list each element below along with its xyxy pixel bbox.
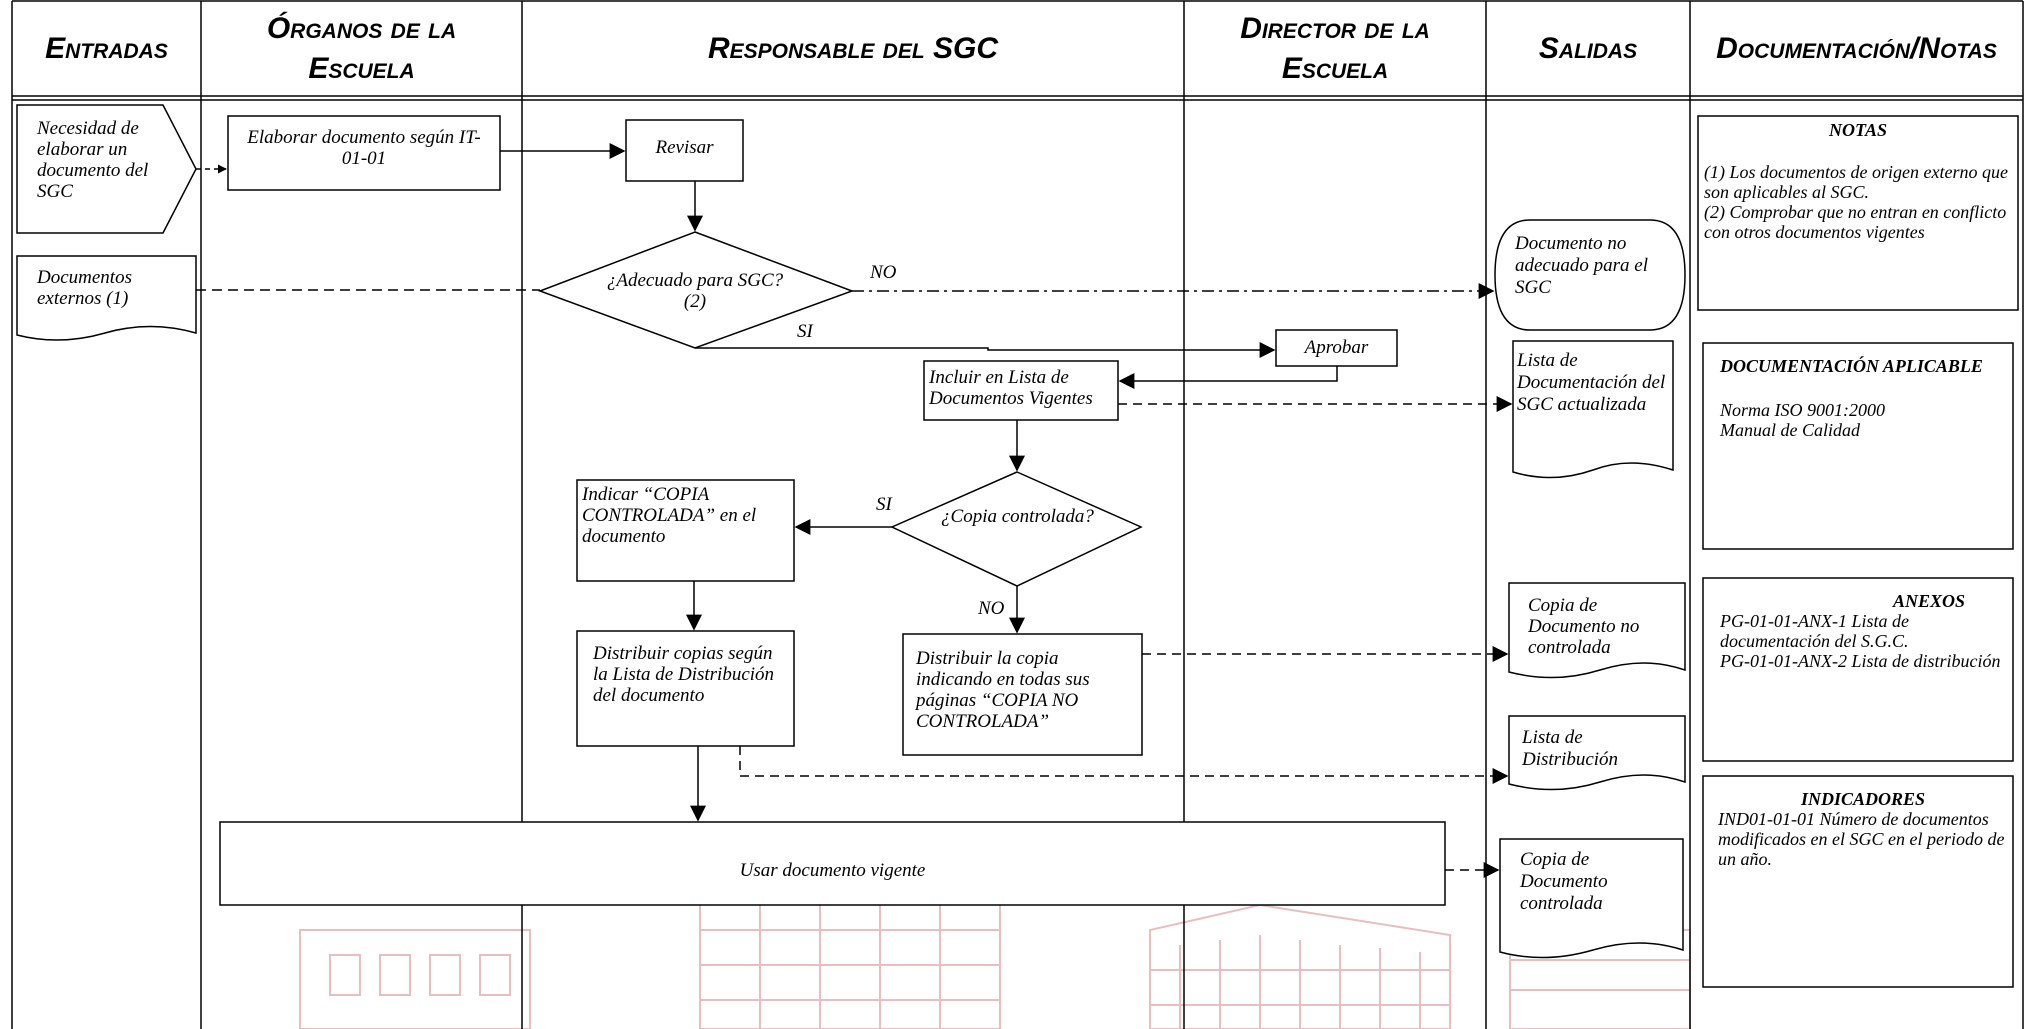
output-copia-controlada-shape: [1499, 838, 1684, 959]
header-director: Director de la Escuela: [1240, 12, 1430, 85]
output-lista-doc-shape: [1512, 340, 1674, 479]
input-pentagon-shape: [16, 104, 197, 234]
adecuado-label: ¿Adecuado para SGC? (2): [606, 270, 784, 312]
header-salidas: Salidas: [1538, 32, 1638, 65]
label-no-copia: NO: [978, 598, 1005, 619]
elaborar-box: [227, 115, 501, 191]
revisar-box: [625, 119, 744, 182]
header-entradas: Entradas: [45, 32, 168, 65]
label-si-adecuado: SI: [797, 321, 813, 342]
arrow-distribuir-lista-dist: [739, 746, 1509, 784]
copia-controlada-label: ¿Copia controlada?: [941, 506, 1094, 527]
arrow-si-aprobar: [695, 342, 1276, 358]
header-documentacion: Documentación/Notas: [1716, 32, 1997, 65]
revisar-label: Revisar: [655, 137, 714, 158]
distribuir-no-label: Distribuir la copia indicando en todas s…: [916, 648, 1090, 732]
label-no-adecuado: NO: [870, 262, 897, 283]
indicar-label: Indicar “COPIA CONTROLADA” en el documen…: [582, 484, 757, 547]
notas-title: NOTAS: [1828, 120, 1888, 140]
elaborar-label: Elaborar documento según IT-01-01: [247, 127, 481, 169]
output-copia-no-label: Copia de Documento no controlada: [1528, 595, 1640, 657]
output-no-adecuado-label: Documento no adecuado para el SGC: [1515, 233, 1648, 298]
anexos-body: PG-01-01-ANX-1 Lista de documentación de…: [1720, 611, 2001, 671]
indicadores-content: INDICADORES IND01-01-01 Número de docume…: [1718, 789, 2008, 869]
doc-aplicable-box: [1702, 342, 2014, 550]
notas-content: NOTAS (1) Los documentos de origen exter…: [1704, 120, 2012, 242]
building-watermark: [299, 899, 1691, 1029]
anexos-box: [1702, 577, 2014, 762]
distribuir-no-box: [902, 633, 1143, 756]
notas-body: (1) Los documentos de origen externo que…: [1704, 162, 2008, 242]
input-necesidad-label: Necesidad de elaborar un documento del S…: [37, 118, 149, 202]
indicar-box: [576, 479, 795, 582]
output-no-adecuado-shape: [1494, 219, 1686, 331]
incluir-box: [923, 360, 1119, 421]
anexos-title: ANEXOS: [1892, 591, 1965, 611]
swimlane-grid: [11, 0, 2024, 1029]
notas-box: [1697, 115, 2019, 311]
input-externos-shape: [16, 255, 197, 341]
anexos-content: ANEXOS PG-01-01-ANX-1 Lista de documenta…: [1720, 591, 2005, 671]
header-organos: Órganos de la Escuela: [266, 12, 457, 85]
output-lista-dist-shape: [1508, 715, 1686, 791]
doc-aplicable-content: DOCUMENTACIÓN APLICABLE Norma ISO 9001:2…: [1720, 356, 2005, 440]
aprobar-label: Aprobar: [1304, 337, 1369, 358]
distribuir-copias-label: Distribuir copias según la Lista de Dist…: [593, 643, 775, 706]
indicadores-title: INDICADORES: [1800, 789, 1926, 809]
usar-label: Usar documento vigente: [739, 860, 926, 881]
incluir-label: Incluir en Lista de Documentos Vigentes: [929, 367, 1093, 409]
output-lista-dist-label: Lista de Distribución: [1522, 727, 1619, 770]
copia-diamond: [890, 471, 1143, 587]
output-lista-doc-label: Lista de Documentación del SGC actualiza…: [1517, 350, 1666, 415]
aprobar-box: [1275, 329, 1398, 367]
output-copia-controlada-label: Copia de Documento controlada: [1520, 849, 1608, 914]
header-responsable: Responsable del SGC: [707, 32, 999, 65]
indicadores-body: IND01-01-01 Número de documentos modific…: [1718, 809, 2005, 869]
doc-aplicable-title: DOCUMENTACIÓN APLICABLE: [1720, 356, 1983, 376]
output-copia-no-shape: [1508, 582, 1686, 679]
distribuir-copias-box: [576, 630, 795, 747]
label-si-copia: SI: [876, 494, 892, 515]
input-externos-label: Documentos externos (1): [37, 267, 132, 309]
arrow-aprobar-incluir: [1118, 366, 1338, 389]
usar-box: [219, 821, 1446, 906]
indicadores-box: [1702, 775, 2014, 988]
doc-aplicable-body: Norma ISO 9001:2000 Manual de Calidad: [1720, 400, 1885, 440]
